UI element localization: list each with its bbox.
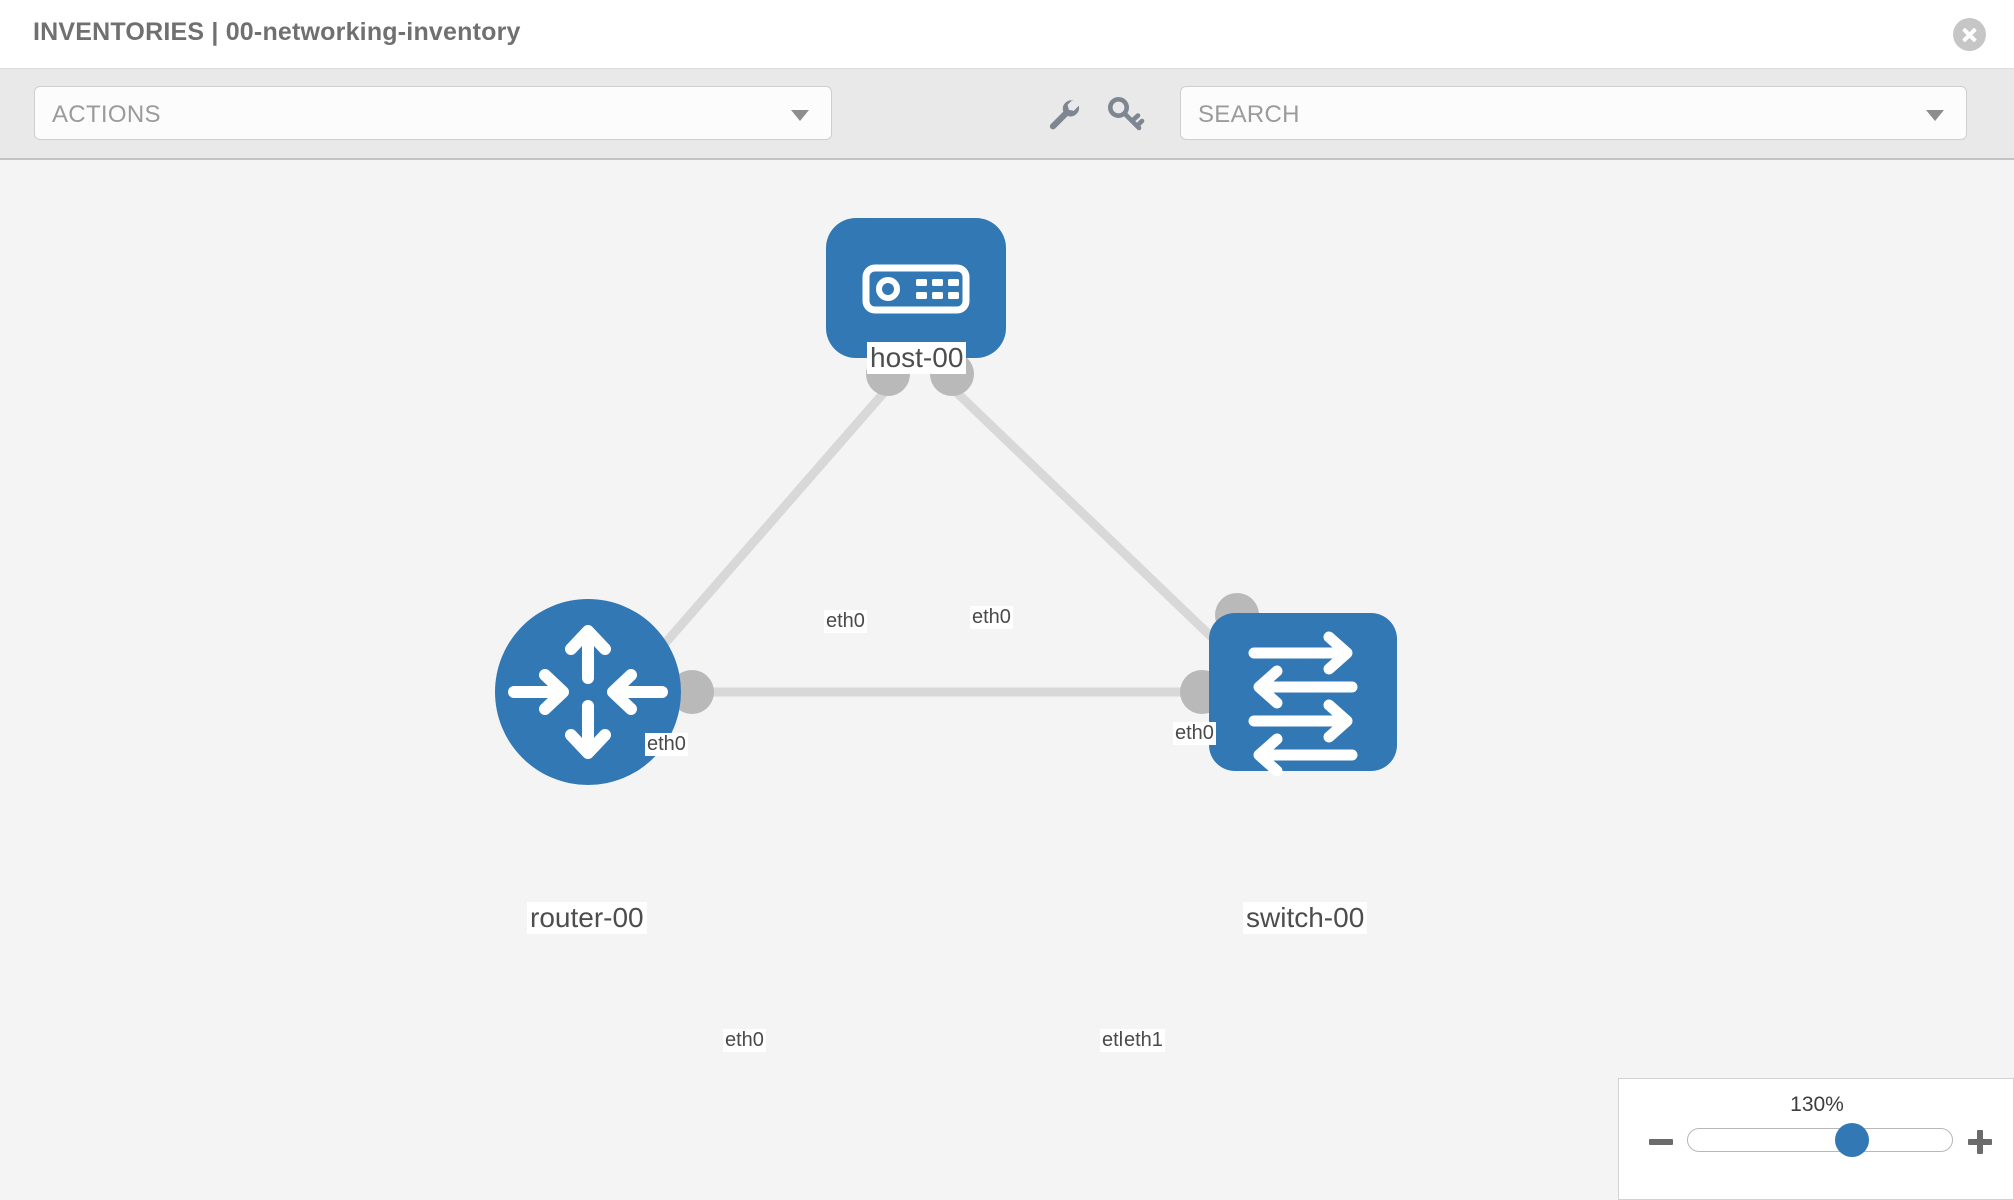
topology-links [636, 384, 1252, 697]
chevron-down-icon[interactable] [1926, 110, 1944, 121]
server-icon [862, 264, 970, 314]
search-input-value: SEARCH [1198, 101, 1300, 128]
router-arrows-icon [508, 625, 668, 759]
toolbar: ACTIONS SEARCH [0, 68, 2014, 160]
wrench-icon[interactable] [1040, 91, 1084, 135]
chevron-down-icon [791, 110, 809, 121]
zoom-in-button[interactable] [1965, 1127, 1995, 1157]
topology-canvas[interactable]: host-00 router-00 switch-00 eth0 eth0 et… [0, 160, 2014, 1200]
endpoint-router00-right [670, 670, 714, 714]
node-switch-00 [1209, 613, 1397, 777]
iface-label-router00-up: eth0 [645, 733, 688, 756]
close-icon[interactable] [1953, 18, 1986, 51]
iface-label-host00-left: eth0 [824, 610, 867, 633]
search-input[interactable]: SEARCH [1180, 86, 1967, 140]
iface-label-host00-right: eth0 [970, 606, 1013, 629]
actions-dropdown[interactable]: ACTIONS [34, 86, 832, 140]
node-label-host-00: host-00 [867, 342, 967, 375]
link-host00-switch00 [948, 384, 1252, 676]
zoom-level-value: 130% [1790, 1093, 1844, 1116]
zoom-slider-track[interactable] [1687, 1123, 1953, 1157]
switch-arrows-icon [1248, 631, 1358, 777]
page-header: INVENTORIES | 00-networking-inventory [0, 0, 2014, 68]
actions-dropdown-label: ACTIONS [52, 101, 161, 128]
node-host-00 [826, 218, 1006, 358]
page-title: INVENTORIES | 00-networking-inventory [33, 18, 521, 46]
topology-graph [495, 218, 1397, 785]
iface-label-switch00-up: eth0 [1173, 722, 1216, 745]
zoom-slider-handle[interactable] [1834, 1123, 1869, 1157]
iface-label-switch00-left-b: eth1 [1122, 1029, 1165, 1052]
iface-label-router00-right: eth0 [723, 1029, 766, 1052]
node-label-router-00: router-00 [527, 902, 647, 935]
link-host00-router00 [636, 385, 892, 675]
key-icon[interactable] [1102, 91, 1146, 135]
node-label-switch-00: switch-00 [1243, 902, 1368, 935]
node-router-00 [495, 599, 681, 785]
zoom-control-panel: 130% [1618, 1078, 2014, 1200]
zoom-out-button[interactable] [1646, 1127, 1676, 1157]
